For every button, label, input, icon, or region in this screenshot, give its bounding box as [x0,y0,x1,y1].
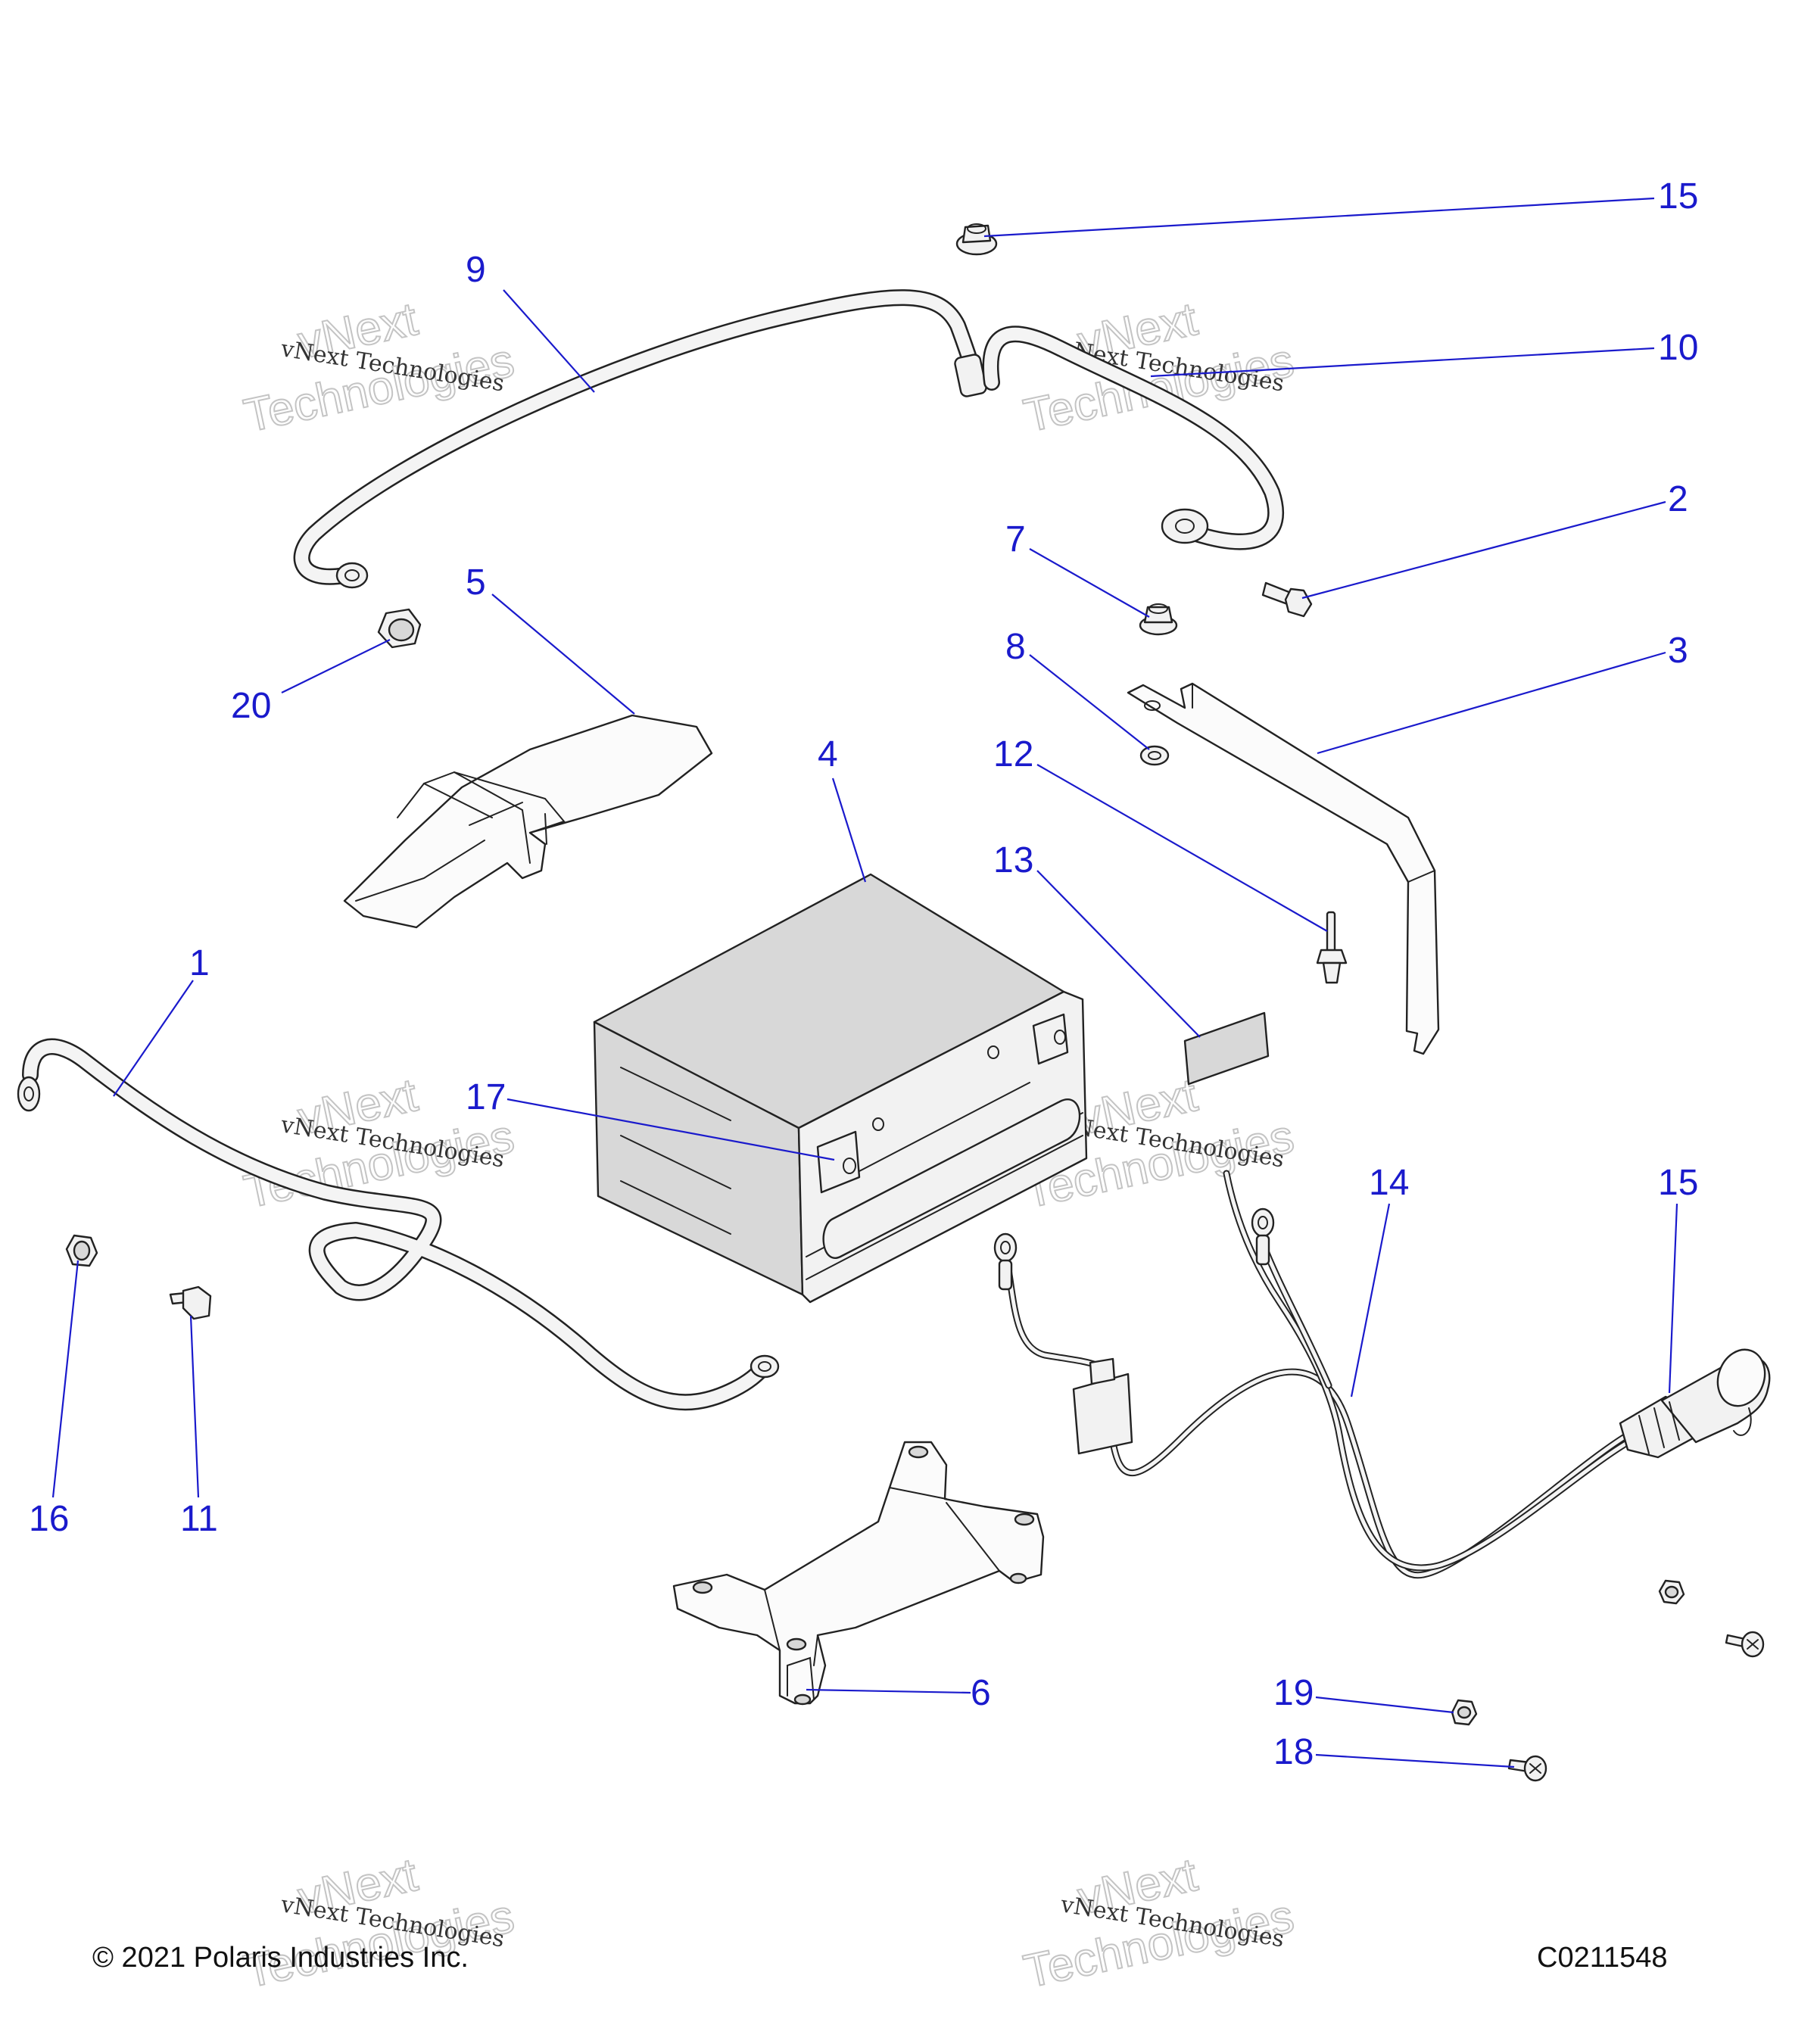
part-12-stud [1316,911,1348,984]
part-8-washer [1139,745,1170,766]
callout-2: 2 [1668,479,1688,519]
part-16-nut-top [955,223,998,256]
part-9-battery-cable [293,289,987,589]
callout-7: 7 [1005,519,1026,559]
diagram-code: C0211548 [1537,1942,1668,1974]
callout-17: 17 [466,1077,506,1117]
part-3-hold-down-bracket [1127,682,1440,1055]
part-nut-outlet [1658,1579,1685,1605]
callout-20: 20 [231,686,271,726]
callout-9: 9 [466,250,486,290]
callout-3: 3 [1668,631,1688,671]
part-11-bolt [169,1285,212,1320]
watermark-3: vNext Technologies [239,1068,519,1219]
part-screw-outlet [1725,1631,1765,1658]
callout-19: 19 [1273,1673,1314,1713]
part-6-mount-bracket [672,1441,1045,1706]
part-14-wire-harness [993,1170,1639,1579]
callout-5: 5 [466,562,486,603]
part-20-nut [377,608,422,649]
part-7-nut [1139,603,1178,636]
callout-labels: 15 9 10 2 7 5 8 3 20 4 12 13 1 17 14 15 … [29,176,1698,1772]
part-13-pad [1183,1011,1270,1086]
callout-8: 8 [1005,627,1026,667]
part-16-nut-left [65,1234,98,1267]
callout-16-top: 15 [1658,176,1698,217]
part-18-screw [1507,1755,1547,1782]
callout-11: 11 [180,1499,218,1539]
part-19-nut [1451,1699,1478,1726]
callout-14: 14 [1369,1163,1409,1203]
part-5-battery-cover [343,714,713,929]
callout-10: 10 [1658,328,1698,368]
callout-12: 12 [993,734,1033,774]
leader-lines [51,197,1678,1768]
copyright-text: © 2021 Polaris Industries Inc. [92,1942,469,1974]
part-2-bolt [1261,581,1313,618]
callout-13: 13 [993,840,1033,880]
part-4-battery [593,873,1088,1304]
callout-15: 15 [1658,1163,1698,1203]
callout-16-left: 16 [29,1499,69,1539]
callout-6: 6 [971,1673,991,1713]
callout-4: 4 [818,734,838,774]
part-1-battery-cable [17,1038,780,1411]
callout-1: 1 [189,943,210,983]
part-15-power-outlet [1619,1348,1771,1459]
part-10-jumper-cable [982,326,1284,550]
callout-18: 18 [1273,1732,1314,1772]
